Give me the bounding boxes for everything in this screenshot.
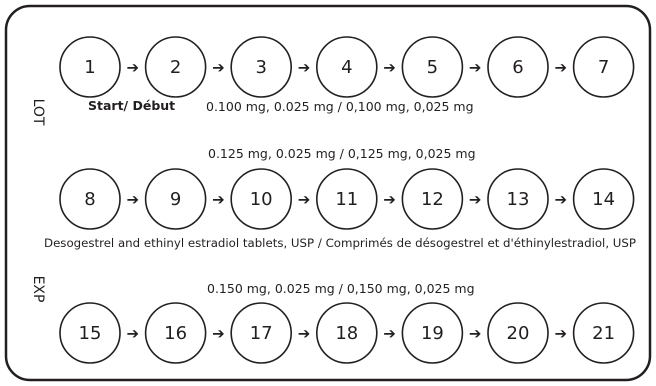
- pill-circle: [401, 302, 464, 364]
- pill-number: 6: [512, 57, 523, 78]
- pill-number: 18: [335, 323, 358, 344]
- arrow-right-icon: ➔: [555, 325, 568, 343]
- arrow-right-icon: ➔: [555, 59, 568, 77]
- pill-circle: [572, 36, 635, 98]
- lot-label: LOT: [30, 99, 46, 126]
- pill-circle: [315, 168, 378, 230]
- arrow-right-icon: ➔: [383, 191, 396, 209]
- pill-circle: [572, 168, 635, 230]
- pill-number: 7: [598, 57, 609, 78]
- pill-number: 10: [250, 189, 273, 210]
- pill-number: 11: [335, 189, 358, 210]
- start-label: Start/ Début: [88, 98, 175, 113]
- arrow-right-icon: ➔: [212, 191, 225, 209]
- pill-circle: [401, 36, 464, 98]
- pill-number: 5: [427, 57, 438, 78]
- pill-circle: [487, 302, 549, 364]
- dosage-label-week-2: 0.125 mg, 0.025 mg / 0,125 mg, 0,025 mg: [208, 146, 476, 161]
- pill-circle: [487, 168, 549, 230]
- arrow-right-icon: ➔: [127, 325, 140, 343]
- arrow-right-icon: ➔: [469, 325, 482, 343]
- pill-number: 16: [164, 323, 187, 344]
- pill-number: 21: [592, 323, 615, 344]
- pill-circle: [230, 168, 293, 230]
- arrow-right-icon: ➔: [469, 59, 482, 77]
- pill-number: 13: [507, 189, 530, 210]
- pill-circle: [59, 168, 121, 230]
- arrow-right-icon: ➔: [298, 325, 311, 343]
- pill-number: 3: [255, 57, 266, 78]
- pill-number: 20: [507, 323, 530, 344]
- arrow-right-icon: ➔: [383, 59, 396, 77]
- pill-number: 17: [250, 323, 273, 344]
- pill-number: 15: [79, 323, 102, 344]
- exp-label: EXP: [30, 276, 46, 303]
- pill-number: 1: [84, 57, 95, 78]
- arrow-right-icon: ➔: [298, 59, 311, 77]
- pill-number: 8: [84, 189, 95, 210]
- pill-circle: [144, 36, 207, 98]
- arrow-right-icon: ➔: [469, 191, 482, 209]
- pill-number: 9: [170, 189, 181, 210]
- dosage-label-week-3: 0.150 mg, 0.025 mg / 0,150 mg, 0,025 mg: [207, 281, 475, 296]
- arrow-right-icon: ➔: [212, 325, 225, 343]
- pill-circle: [230, 36, 293, 98]
- dosage-label-week-1: 0.100 mg, 0.025 mg / 0,100 mg, 0,025 mg: [206, 99, 474, 114]
- pill-number: 2: [170, 57, 181, 78]
- pill-circle: [144, 302, 207, 364]
- arrow-right-icon: ➔: [298, 191, 311, 209]
- pill-circle: [572, 302, 635, 364]
- arrow-right-icon: ➔: [127, 191, 140, 209]
- arrow-right-icon: ➔: [212, 59, 225, 77]
- pill-circle: [401, 168, 464, 230]
- pill-number: 14: [592, 189, 615, 210]
- pill-circle: [230, 302, 293, 364]
- pill-circle: [315, 36, 378, 98]
- arrow-right-icon: ➔: [555, 191, 568, 209]
- product-name-label: Desogestrel and ethinyl estradiol tablet…: [44, 237, 636, 250]
- pill-number: 12: [421, 189, 444, 210]
- pill-circle: [144, 168, 207, 230]
- pill-circle: [59, 302, 121, 364]
- pill-circle: [315, 302, 378, 364]
- pill-row-week-3: 15 ➔ 16 ➔ 17 ➔ 18 ➔ 19 ➔ 20 ➔ 21: [59, 302, 635, 364]
- arrow-right-icon: ➔: [127, 59, 140, 77]
- pill-circle: [487, 36, 549, 98]
- pill-circle: [59, 36, 121, 98]
- arrow-right-icon: ➔: [383, 325, 396, 343]
- pill-row-week-2: 8 ➔ 9 ➔ 10 ➔ 11 ➔ 12 ➔ 13 ➔ 14: [59, 168, 635, 230]
- pill-number: 4: [341, 57, 352, 78]
- pill-number: 19: [421, 323, 444, 344]
- pill-row-week-1: 1 ➔ 2 ➔ 3 ➔ 4 ➔ 5 ➔ 6 ➔ 7: [59, 36, 635, 98]
